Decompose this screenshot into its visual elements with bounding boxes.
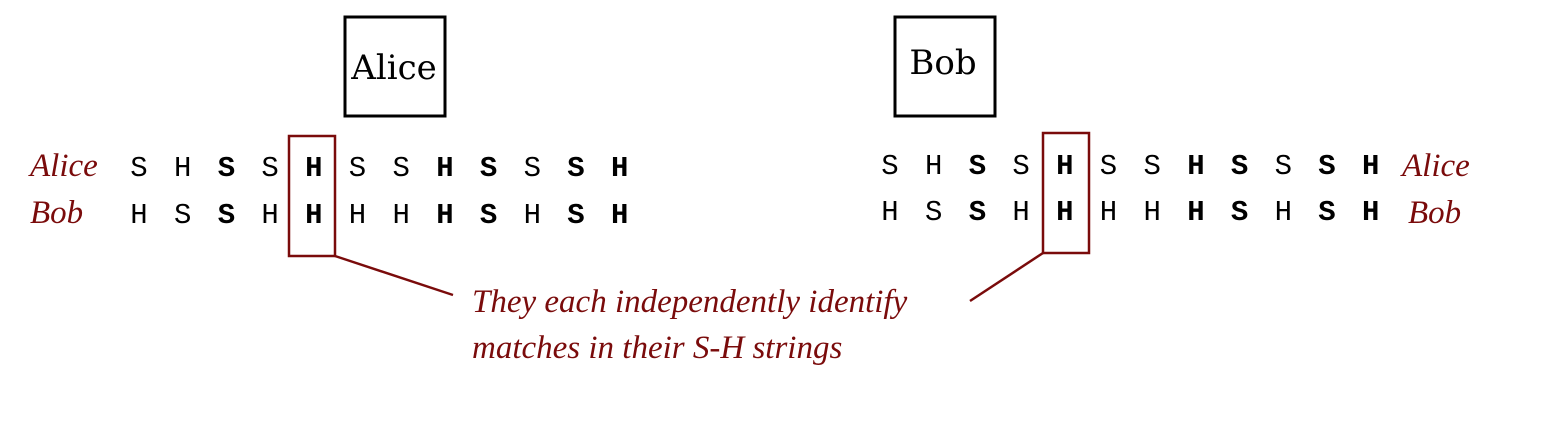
right-row-label-alice: Alice (1400, 148, 1470, 184)
right-row-bob-char: S (925, 196, 942, 229)
left-match-highlight (287, 134, 337, 258)
right-row-bob-char: H (1100, 196, 1117, 229)
left-row-alice-char: S (524, 152, 541, 185)
left-row-alice-char: H (436, 152, 453, 185)
alice-box: Alice (343, 15, 447, 118)
right-row-alice-char: S (1275, 150, 1292, 183)
right-row-alice-char: S (1143, 150, 1160, 183)
left-row-bob-char: S (218, 199, 235, 232)
left-row-alice-char: S (392, 152, 409, 185)
callout-line-left (334, 254, 454, 297)
left-row-alice-char: S (480, 152, 497, 185)
left-row-bob-char: H (436, 199, 453, 232)
left-row-alice-char: S (349, 152, 366, 185)
right-row-alice-char: H (1056, 150, 1073, 183)
right-row-alice-char: S (1231, 150, 1248, 183)
alice-box-frame (343, 15, 447, 118)
right-row-alice-char: S (969, 150, 986, 183)
left-row-alice-char: H (305, 152, 322, 185)
left-row-bob-char: H (349, 199, 366, 232)
left-row-bob-char: H (392, 199, 409, 232)
bob-box: Bob (893, 15, 997, 118)
left-row-label-alice: Alice (28, 148, 98, 184)
left-row-label-bob: Bob (30, 195, 83, 231)
left-row-bob-char: S (174, 199, 191, 232)
right-row-alice-char: H (1362, 150, 1379, 183)
right-row-bob-char: H (1362, 196, 1379, 229)
alice-box-label: Alice (350, 48, 436, 88)
callout-line-right (969, 251, 1044, 303)
right-row-bob-char: H (1012, 196, 1029, 229)
left-row-alice-char: H (174, 152, 191, 185)
right-row-alice-char: S (1100, 150, 1117, 183)
right-row-alice-char: S (1318, 150, 1335, 183)
right-row-bob-char: S (1318, 196, 1335, 229)
right-row-bob-char: H (1056, 196, 1073, 229)
left-row-alice-char: S (261, 152, 278, 185)
left-row-alice-char: S (130, 152, 147, 185)
left-row-bob-char: H (261, 199, 278, 232)
right-row-alice-char: S (1012, 150, 1029, 183)
bob-box-frame (893, 15, 997, 118)
left-row-bob-char: S (480, 199, 497, 232)
right-row-bob-char: H (1143, 196, 1160, 229)
left-row-bob-char: H (305, 199, 322, 232)
right-row-alice-char: H (925, 150, 942, 183)
right-row-alice-char: S (881, 150, 898, 183)
right-row-bob-char: H (1275, 196, 1292, 229)
right-row-bob-char: S (969, 196, 986, 229)
left-row-alice-char: S (218, 152, 235, 185)
left-row-alice-char: S (567, 152, 584, 185)
right-row-bob-char: H (881, 196, 898, 229)
left-row-bob-char: H (130, 199, 147, 232)
right-row-alice-char: H (1187, 150, 1204, 183)
right-row-bob-char: S (1231, 196, 1248, 229)
callout-text-line-1: They each independently identify (472, 284, 908, 320)
left-row-alice-char: H (611, 152, 628, 185)
right-row-label-bob: Bob (1408, 195, 1461, 231)
right-match-highlight (1041, 131, 1091, 255)
callout-text-line-2: matches in their S-H strings (472, 330, 842, 366)
left-row-bob-char: H (611, 199, 628, 232)
right-row-bob-char: H (1187, 196, 1204, 229)
bob-box-label: Bob (909, 43, 976, 83)
left-row-bob-char: S (567, 199, 584, 232)
left-row-bob-char: H (524, 199, 541, 232)
